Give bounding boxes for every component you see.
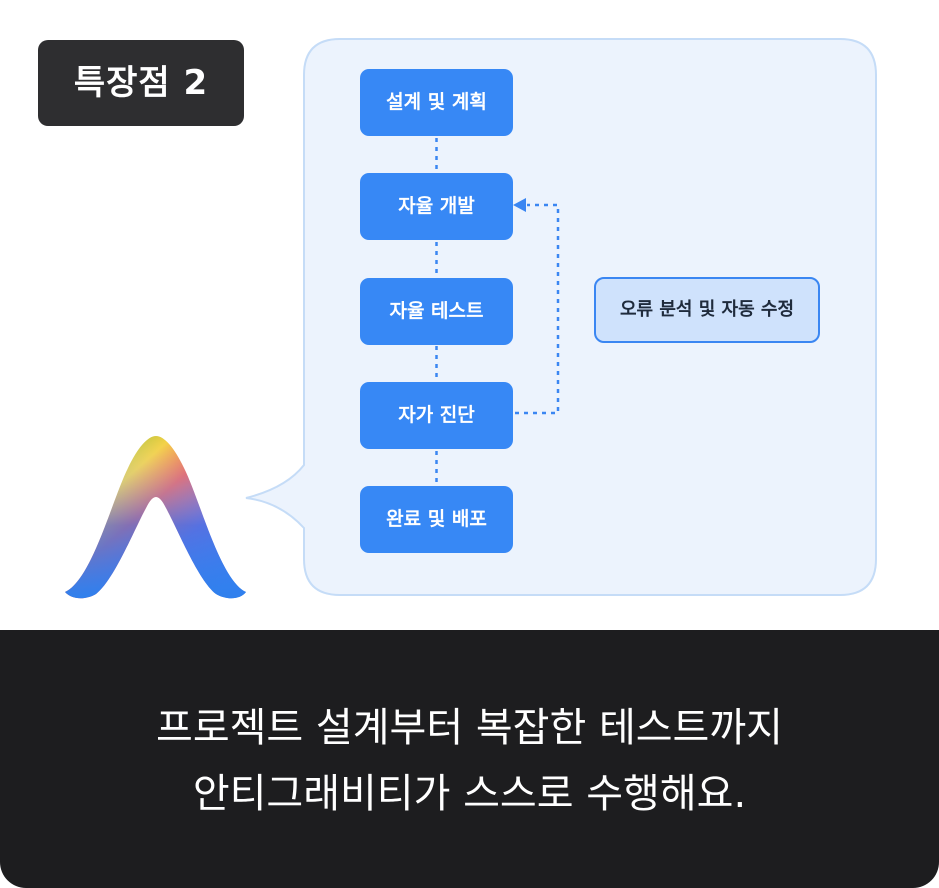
antigravity-logo-icon [65,436,246,599]
caption-line-2: 안티그래비티가 스스로 수행해요. [192,771,747,817]
step-autonomous-test: 자율 테스트 [360,278,513,345]
arrow-head-icon [513,198,526,212]
step-design-plan: 설계 및 계획 [360,69,513,136]
step-complete-deploy: 완료 및 배포 [360,486,513,553]
diagram-area: 특장점 2 설계 및 계획 자율 개발 자율 테스트 자가 진단 완료 및 배포… [38,38,877,599]
feedback-loop-arrow [515,203,560,415]
error-analysis-box: 오류 분석 및 자동 수정 [594,277,820,343]
step-autonomous-dev: 자율 개발 [360,173,513,240]
step-self-diagnosis: 자가 진단 [360,382,513,449]
caption-footer: 프로젝트 설계부터 복잡한 테스트까지 안티그래비티가 스스로 수행해요. [0,630,939,888]
caption-line-1: 프로젝트 설계부터 복잡한 테스트까지 [156,705,783,751]
feature-badge: 특장점 2 [38,40,244,126]
